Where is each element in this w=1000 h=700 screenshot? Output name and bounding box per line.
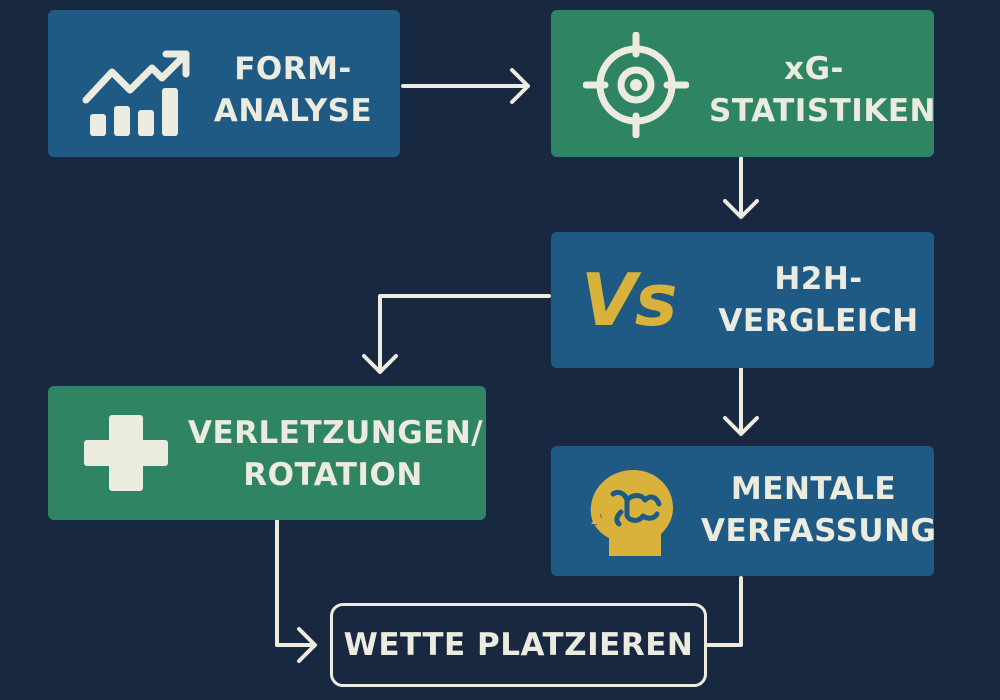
node-h2h-label: H2H- VERGLEICH — [711, 258, 926, 342]
arrow-injuries-to-final — [275, 519, 317, 663]
chart-growth-icon — [82, 50, 190, 136]
node-form-analyse: FORM- ANALYSE — [48, 10, 400, 157]
node-wette-platzieren: WETTE PLATZIEREN — [330, 603, 707, 687]
h2h-line2: VERGLEICH — [718, 303, 919, 339]
node-injuries-label: VERLETZUNGEN/ ROTATION — [188, 412, 484, 496]
arrow-h2h-to-injuries — [362, 294, 551, 374]
node-mentale-verfassung: MENTALE VERFASSUNG — [551, 446, 937, 576]
target-icon — [583, 32, 689, 138]
node-xg-label: xG- STATISTIKEN — [709, 48, 936, 132]
line-mental-to-final — [706, 576, 743, 647]
mental-line1: MENTALE — [730, 471, 897, 507]
node-mental-label: MENTALE VERFASSUNG — [701, 468, 937, 552]
versus-icon: Vs — [581, 258, 678, 342]
node-xg-statistiken: xG- STATISTIKEN — [551, 10, 936, 157]
node-form-label: FORM- ANALYSE — [208, 48, 378, 132]
form-line2: ANALYSE — [213, 93, 373, 129]
injuries-line2: ROTATION — [243, 457, 423, 493]
xg-line1: xG- — [784, 51, 844, 87]
arrow-xg-to-h2h — [723, 156, 759, 219]
form-line1: FORM- — [234, 51, 352, 87]
brain-head-icon — [590, 470, 673, 556]
arrow-form-to-xg — [401, 68, 530, 104]
injuries-line1: VERLETZUNGEN/ — [188, 415, 484, 451]
node-verletzungen-rotation: VERLETZUNGEN/ ROTATION — [48, 386, 486, 520]
medical-cross-icon — [84, 415, 168, 491]
node-h2h-vergleich: Vs H2H- VERGLEICH — [551, 232, 934, 368]
arrow-h2h-to-mental — [723, 367, 759, 436]
mental-line2: VERFASSUNG — [701, 513, 937, 549]
xg-line2: STATISTIKEN — [709, 93, 936, 129]
h2h-line1: H2H- — [774, 261, 863, 297]
